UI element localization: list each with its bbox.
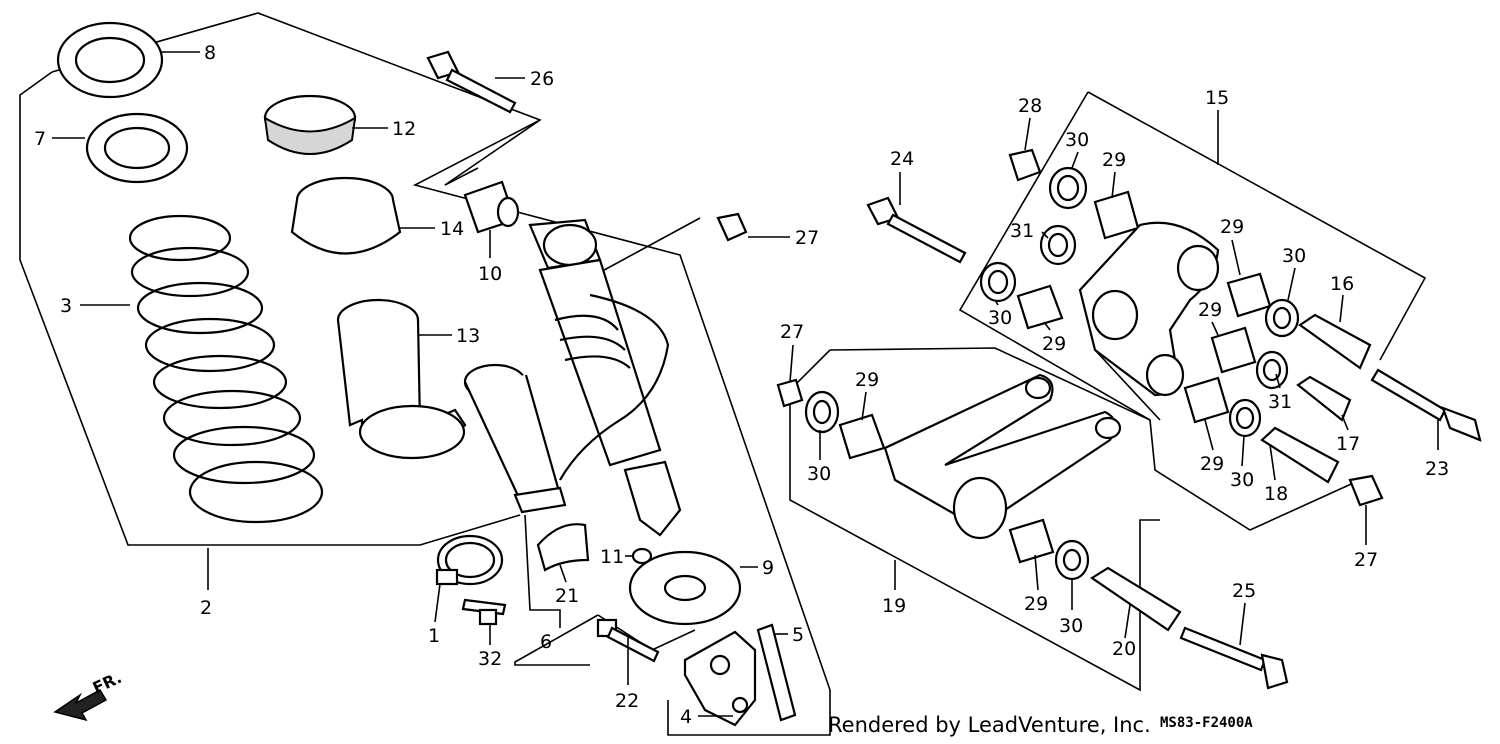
callout-29-e[interactable]: 29 bbox=[1200, 453, 1224, 475]
part-hose[interactable] bbox=[559, 293, 670, 481]
callout-29-g[interactable]: 29 bbox=[1024, 593, 1048, 615]
part-nut-27-right[interactable] bbox=[1348, 474, 1384, 507]
callout-31-b[interactable]: 31 bbox=[1268, 391, 1292, 413]
part-bolt-23[interactable] bbox=[1370, 368, 1482, 442]
part-collar-20[interactable] bbox=[1089, 566, 1182, 632]
part-seal-30-f[interactable] bbox=[1054, 539, 1090, 581]
callout-10[interactable]: 10 bbox=[478, 263, 502, 285]
callout-4[interactable]: 4 bbox=[680, 706, 692, 728]
callout-26[interactable]: 26 bbox=[530, 68, 554, 90]
part-spring-3[interactable] bbox=[128, 214, 324, 524]
part-bolt-25[interactable] bbox=[1179, 626, 1289, 690]
part-bolt-26[interactable] bbox=[426, 50, 517, 114]
part-bearing-31-a[interactable] bbox=[1039, 224, 1077, 266]
callout-18[interactable]: 18 bbox=[1264, 483, 1288, 505]
callout-29-b[interactable]: 29 bbox=[1042, 333, 1066, 355]
callout-21[interactable]: 21 bbox=[555, 585, 579, 607]
callout-12[interactable]: 12 bbox=[392, 118, 416, 140]
callout-27-top[interactable]: 27 bbox=[795, 227, 819, 249]
callout-8[interactable]: 8 bbox=[204, 42, 216, 64]
part-bearing-31-b[interactable] bbox=[1255, 350, 1289, 390]
part-bearing-29-d[interactable] bbox=[1210, 326, 1257, 374]
callout-30-a[interactable]: 30 bbox=[1065, 129, 1089, 151]
part-bearing-29-c[interactable] bbox=[1226, 272, 1272, 318]
callout-29-f[interactable]: 29 bbox=[855, 369, 879, 391]
callout-23[interactable]: 23 bbox=[1425, 458, 1449, 480]
callout-30-f[interactable]: 30 bbox=[1059, 615, 1083, 637]
callout-22[interactable]: 22 bbox=[615, 690, 639, 712]
callout-9[interactable]: 9 bbox=[762, 557, 774, 579]
callout-6[interactable]: 6 bbox=[540, 631, 552, 653]
callout-30-b[interactable]: 30 bbox=[988, 307, 1012, 329]
callout-14[interactable]: 14 bbox=[440, 218, 464, 240]
part-collar-16[interactable] bbox=[1298, 313, 1372, 370]
callout-1[interactable]: 1 bbox=[428, 625, 440, 647]
part-spring-guide-14[interactable] bbox=[290, 176, 402, 255]
group-outlines bbox=[19, 12, 1427, 736]
part-bearing-29-f[interactable] bbox=[838, 413, 886, 460]
callout-24[interactable]: 24 bbox=[890, 148, 914, 170]
part-bearing-29-e[interactable] bbox=[1183, 376, 1230, 424]
part-seal-30-b[interactable] bbox=[979, 261, 1017, 303]
callout-20[interactable]: 20 bbox=[1112, 638, 1136, 660]
part-bearing-29-b[interactable] bbox=[1016, 284, 1064, 330]
callout-16[interactable]: 16 bbox=[1330, 273, 1354, 295]
callout-27-left[interactable]: 27 bbox=[780, 321, 804, 343]
part-bolt-32[interactable] bbox=[461, 598, 507, 626]
diagram-code: MS83-F2400A bbox=[1160, 715, 1253, 731]
callout-3[interactable]: 3 bbox=[60, 295, 72, 317]
callout-13[interactable]: 13 bbox=[456, 325, 480, 347]
callout-17[interactable]: 17 bbox=[1336, 433, 1360, 455]
callout-5[interactable]: 5 bbox=[792, 624, 804, 646]
leader-lines bbox=[52, 51, 1439, 717]
part-cushion-rod-19[interactable] bbox=[883, 373, 1122, 540]
part-collar-17[interactable] bbox=[1296, 375, 1352, 422]
part-spring-seat-12[interactable] bbox=[263, 94, 357, 155]
part-nut-27-left[interactable] bbox=[776, 378, 804, 408]
callout-27-right[interactable]: 27 bbox=[1354, 549, 1378, 571]
part-seal-30-c[interactable] bbox=[1264, 298, 1300, 338]
part-nut-28[interactable] bbox=[1008, 148, 1042, 182]
callout-25[interactable]: 25 bbox=[1232, 580, 1256, 602]
callout-7[interactable]: 7 bbox=[34, 128, 46, 150]
callout-19[interactable]: 19 bbox=[882, 595, 906, 617]
callout-labels: 8 7 3 12 14 13 10 26 27 2 1 32 6 21 11 9… bbox=[34, 42, 1449, 728]
callout-30-d[interactable]: 30 bbox=[1230, 469, 1254, 491]
callout-31-a[interactable]: 31 bbox=[1010, 220, 1034, 242]
part-nut-27-top[interactable] bbox=[716, 212, 748, 242]
part-clamp-1[interactable] bbox=[435, 534, 504, 586]
front-direction-label: FR. bbox=[90, 668, 125, 698]
part-lock-nut-8[interactable] bbox=[56, 21, 164, 99]
part-band-21[interactable] bbox=[536, 523, 590, 572]
part-bearing-29-g[interactable] bbox=[1008, 518, 1055, 564]
part-tube-5[interactable] bbox=[756, 623, 797, 722]
part-seal-30-d[interactable] bbox=[1228, 398, 1262, 438]
part-bump-rubber-13[interactable] bbox=[336, 298, 467, 460]
callout-29-c[interactable]: 29 bbox=[1220, 216, 1244, 238]
part-seal-30-a[interactable] bbox=[1048, 166, 1088, 210]
part-cushion-arm-15[interactable] bbox=[1078, 221, 1220, 397]
part-plate-9[interactable] bbox=[628, 550, 742, 626]
part-bolt-22[interactable] bbox=[596, 618, 660, 663]
callout-11[interactable]: 11 bbox=[600, 546, 624, 568]
callout-30-e[interactable]: 30 bbox=[807, 463, 831, 485]
part-bracket-4[interactable] bbox=[683, 630, 757, 727]
part-reservoir-6[interactable] bbox=[463, 363, 567, 514]
callout-28[interactable]: 28 bbox=[1018, 95, 1042, 117]
part-seal-30-e[interactable] bbox=[804, 390, 840, 434]
part-collar-18[interactable] bbox=[1260, 426, 1340, 484]
part-bolt-24[interactable] bbox=[866, 196, 967, 264]
callout-29-a[interactable]: 29 bbox=[1102, 149, 1126, 171]
callout-2[interactable]: 2 bbox=[200, 597, 212, 619]
credit-text: Rendered by LeadVenture, Inc. bbox=[828, 713, 1151, 737]
front-direction-arrow: FR. bbox=[53, 668, 125, 722]
part-bearing-29-a[interactable] bbox=[1093, 190, 1140, 240]
callout-32[interactable]: 32 bbox=[478, 648, 502, 670]
callout-15[interactable]: 15 bbox=[1205, 87, 1229, 109]
callout-30-c[interactable]: 30 bbox=[1282, 245, 1306, 267]
callout-29-d[interactable]: 29 bbox=[1198, 299, 1222, 321]
part-bushing-10[interactable] bbox=[463, 180, 520, 234]
part-adjuster-nut-7[interactable] bbox=[85, 112, 189, 184]
